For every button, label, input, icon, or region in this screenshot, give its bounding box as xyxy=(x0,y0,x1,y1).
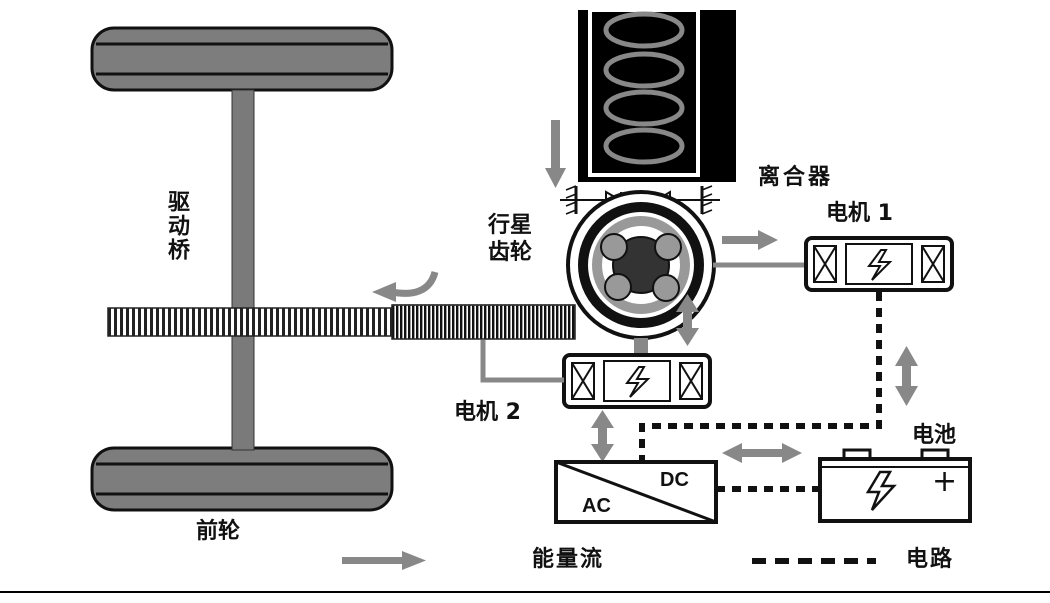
legend-energy-flow-label: 能量流 xyxy=(532,547,605,572)
motor-2 xyxy=(562,353,712,409)
battery-plus-label: + xyxy=(932,464,958,499)
drive-axle-shaft xyxy=(231,89,255,451)
motor2-converter-arrow xyxy=(591,410,614,462)
battery xyxy=(818,448,972,523)
motor1-label: 电机 1 xyxy=(826,201,893,226)
circuit-lines xyxy=(639,292,882,492)
motor1-circuit-arrow xyxy=(895,346,918,406)
legend-energy-flow-arrow xyxy=(342,551,426,570)
top-wheel xyxy=(90,26,394,92)
battery-label: 电池 xyxy=(912,423,957,448)
drive-axle-label: 驱动桥 xyxy=(164,190,189,262)
motor2-label: 电机 2 xyxy=(454,400,521,425)
ac-dc-converter xyxy=(554,460,718,524)
front-wheel xyxy=(90,446,394,512)
planetary-label-line1: 行星 xyxy=(488,213,533,238)
engine-flow-arrow xyxy=(545,120,566,188)
engine xyxy=(578,8,736,182)
motor-1 xyxy=(804,236,954,292)
clutch-label: 离合器 xyxy=(758,165,834,190)
gear-bar xyxy=(107,304,576,340)
bottom-rule xyxy=(0,591,1050,593)
converter-dc-label: DC xyxy=(660,469,689,491)
rotation-arrow xyxy=(372,270,439,302)
legend-circuit-label: 电路 xyxy=(906,547,955,572)
motor2-gear-link xyxy=(480,340,564,383)
planetary-label-line2: 齿轮 xyxy=(488,240,533,265)
planetary-motor2-arrow xyxy=(676,294,699,346)
planetary-gear xyxy=(566,190,716,340)
front-wheel-label: 前轮 xyxy=(196,519,241,544)
converter-ac-label: AC xyxy=(582,495,611,517)
converter-battery-arrow xyxy=(722,443,802,463)
motor1-flow-arrow xyxy=(722,230,778,250)
